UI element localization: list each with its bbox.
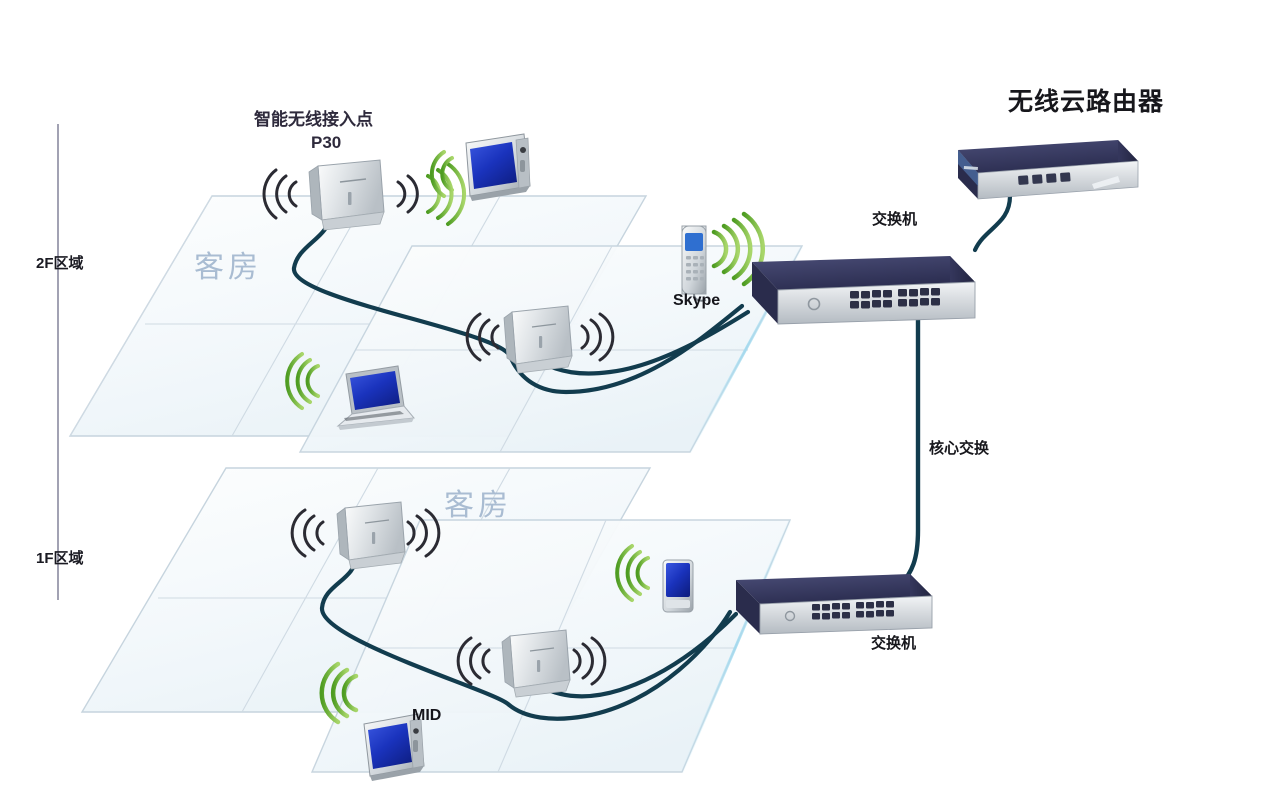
client-tablet-2f bbox=[429, 133, 531, 201]
client-smartphone-1f bbox=[615, 544, 694, 613]
page-title: 无线云路由器 bbox=[1008, 88, 1165, 116]
device-switch-bottom bbox=[736, 574, 933, 635]
cable-ap1f1-to-switch bbox=[319, 553, 733, 721]
mid-label: MID bbox=[412, 707, 442, 724]
access-point-1f-2 bbox=[456, 629, 607, 698]
ap-name-label-line2: P30 bbox=[311, 133, 342, 152]
switch-bottom-label: 交换机 bbox=[871, 635, 917, 652]
axis-label-1f: 1F区域 bbox=[36, 550, 84, 567]
cable-ap2f2-to-switch bbox=[537, 309, 751, 376]
ap-name-label-line1: 智能无线接入点 bbox=[254, 110, 373, 129]
core-switch-label: 核心交换 bbox=[929, 440, 990, 457]
room-label-2f: 客房 bbox=[194, 251, 262, 284]
skype-label: Skype bbox=[673, 292, 721, 309]
cable-core-switching bbox=[897, 317, 921, 589]
access-point-2f-2 bbox=[465, 305, 615, 374]
access-point-1f-1 bbox=[290, 501, 441, 570]
device-wireless-cloud-router bbox=[958, 140, 1139, 200]
client-mid-1f bbox=[319, 661, 425, 781]
cable-router-to-switch bbox=[972, 193, 1013, 253]
device-switch-top bbox=[752, 256, 976, 325]
cable-ap1f2-to-switch bbox=[537, 611, 739, 699]
switch-top-label: 交换机 bbox=[872, 211, 918, 228]
room-label-1f: 客房 bbox=[444, 489, 512, 522]
client-skype-phone bbox=[681, 211, 766, 302]
axis-label-2f: 2F区域 bbox=[36, 255, 84, 272]
client-laptop-2f bbox=[285, 352, 415, 430]
